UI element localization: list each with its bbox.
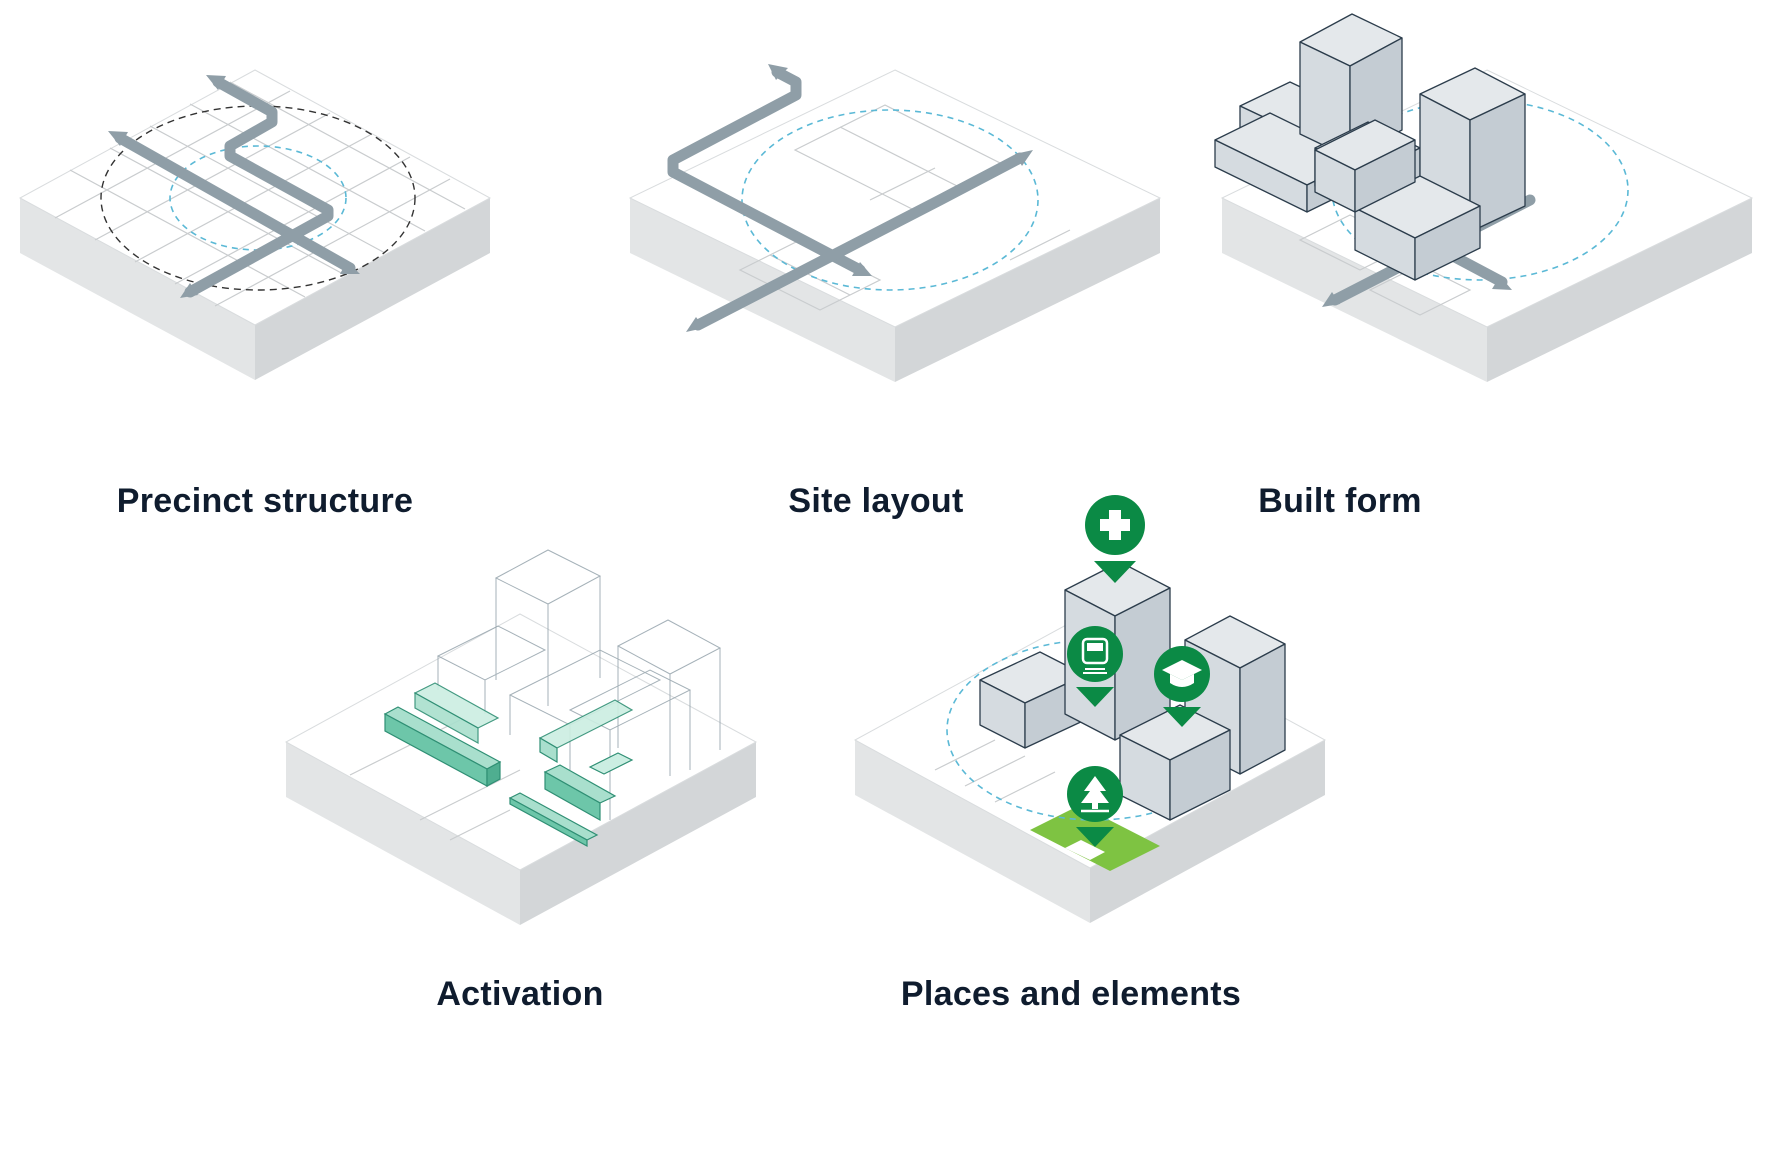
- graduation-cap-icon: [1154, 646, 1210, 727]
- caption-activation: Activation: [436, 975, 604, 1013]
- site-layout-diagram: [628, 64, 1162, 382]
- train-icon: [1067, 626, 1123, 707]
- precinct-structure-diagram: [18, 69, 492, 380]
- activation-diagram: [284, 549, 758, 925]
- caption-site-layout: Site layout: [788, 482, 964, 520]
- caption-precinct-structure: Precinct structure: [116, 482, 414, 520]
- tree-icon: [1067, 766, 1123, 847]
- built-form-panel: Built form: [1180, 0, 1773, 520]
- caption-places-and-elements: Places and elements: [900, 975, 1242, 1013]
- built-form-diagram: [1214, 13, 1754, 382]
- places-elements-panel: Places and elements: [845, 490, 1445, 1156]
- activation-panel: Activation: [270, 530, 790, 1156]
- precinct-structure-panel: Precinct structure: [0, 0, 590, 520]
- caption-built-form: Built form: [1258, 482, 1422, 520]
- health-cross-icon: [1085, 495, 1145, 583]
- site-layout-panel: Site layout: [590, 0, 1180, 520]
